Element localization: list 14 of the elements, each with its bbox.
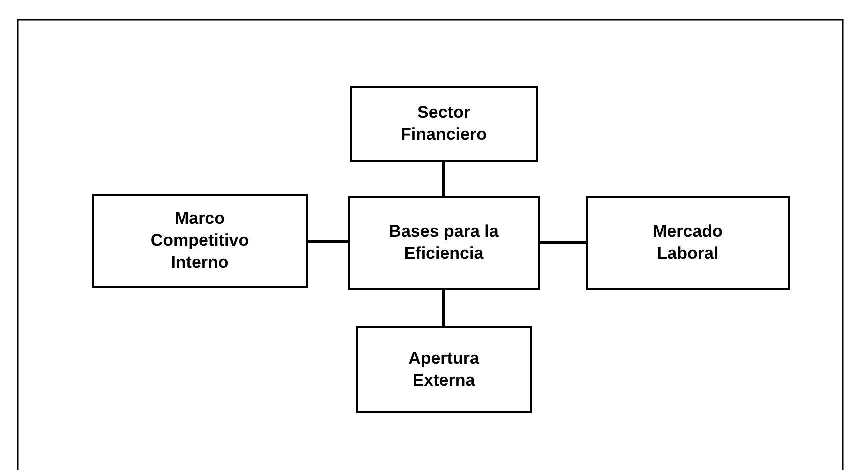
box-label: Mercado Laboral <box>652 221 724 265</box>
box-label: Bases para la Eficiencia <box>388 221 500 265</box>
process-box <box>356 326 532 413</box>
process-box <box>348 196 540 290</box>
process-box <box>92 194 308 288</box>
connector-line <box>442 162 446 196</box>
box-label: Marco Competitivo Interno <box>150 208 250 274</box>
box-label: Apertura Externa <box>408 348 480 392</box>
connector-line <box>442 290 446 326</box>
process-box <box>350 86 538 162</box>
process-box <box>586 196 790 290</box>
connector-line <box>540 242 586 244</box>
box-label: Sector Financiero <box>400 102 488 146</box>
connector-line <box>308 240 348 244</box>
